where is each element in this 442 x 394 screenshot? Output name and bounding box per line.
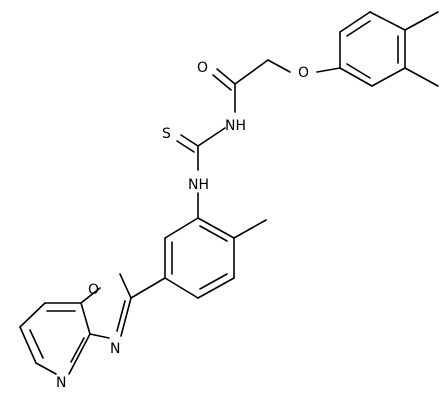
bond [19, 326, 37, 364]
atom-n-pyridine: N [56, 375, 66, 391]
bond [68, 333, 91, 375]
bond [130, 277, 166, 299]
oxazole-ring: O N [80, 273, 132, 357]
methyl-bond [233, 219, 267, 239]
bond-double [29, 329, 44, 359]
bond [234, 59, 269, 85]
bond [267, 59, 291, 73]
methylphenyl-ring [164, 217, 235, 299]
bond-double [180, 134, 199, 147]
atom-o-carbonyl: O [197, 60, 208, 76]
atom-nh-imide: NH [225, 118, 246, 134]
bond-double [346, 20, 371, 37]
methyl-bond [404, 11, 439, 31]
atom-o-oxazole: O [88, 282, 99, 298]
bond [119, 273, 132, 299]
bond [339, 67, 373, 87]
pyridine-ring: N [19, 302, 91, 391]
atom-s-thio: S [162, 126, 171, 142]
bond [80, 287, 101, 304]
bond-double [116, 300, 126, 332]
bond [164, 277, 199, 299]
bond-double [212, 74, 232, 91]
bond [80, 302, 91, 335]
bond [197, 277, 235, 299]
bond [371, 67, 406, 87]
bond [89, 333, 110, 339]
bond [35, 362, 57, 375]
bond-double [199, 225, 228, 242]
bond [120, 297, 132, 337]
bond-double [199, 273, 228, 290]
methyl-bond [404, 67, 439, 87]
bond [197, 127, 226, 147]
bond-double [70, 337, 85, 363]
atom-n-oxazole: N [110, 341, 120, 357]
atom-nh-thioamide: NH [188, 177, 209, 193]
dimethylphenyl-ring [339, 11, 406, 87]
bond-double [346, 63, 371, 79]
bond [197, 217, 235, 239]
atom-o-ether: O [298, 65, 309, 81]
bond [19, 302, 46, 328]
bond [164, 217, 199, 239]
bond-double [216, 68, 236, 85]
bond [316, 67, 341, 73]
bond [339, 11, 371, 33]
bond-double [176, 140, 195, 153]
bond [369, 11, 406, 31]
